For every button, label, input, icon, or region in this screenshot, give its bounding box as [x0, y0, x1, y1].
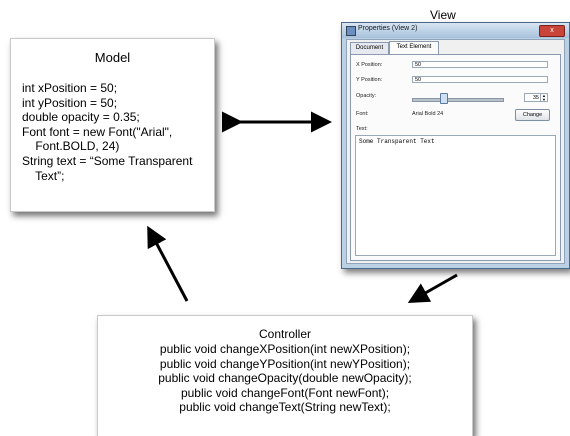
close-button[interactable]: x	[539, 25, 565, 37]
y-position-label: Y Position:	[356, 77, 383, 83]
window-client: Document Text Element X Position: 50 Y P…	[346, 39, 565, 264]
spinner-arrows-icon[interactable]: ▲▼	[540, 94, 547, 101]
y-position-field[interactable]: 50	[412, 76, 548, 83]
window-title-bar[interactable]: Properties (View 2) x	[342, 23, 569, 38]
properties-window: Properties (View 2) x Document Text Elem…	[341, 22, 570, 269]
view-label: View	[430, 8, 456, 22]
window-title: Properties (View 2)	[358, 25, 418, 32]
opacity-slider[interactable]	[412, 98, 504, 102]
x-position-field[interactable]: 50	[412, 61, 548, 68]
controller-title: Controller	[258, 327, 312, 341]
text-element-panel: X Position: 50 Y Position: 50 Opacity: 3…	[350, 54, 561, 261]
view-to-controller-arrow	[407, 273, 458, 303]
font-label: Font:	[356, 111, 369, 117]
model-box: Model int xPosition = 50; int yPosition …	[10, 38, 215, 212]
opacity-label: Opacity:	[356, 93, 377, 99]
tab-document[interactable]: Document	[350, 42, 389, 54]
method-line: public void changeText(String newText);	[179, 400, 391, 415]
controller-to-model-arrow	[147, 225, 189, 302]
opacity-spinner[interactable]: 35 ▲▼	[524, 93, 548, 102]
controller-methods: public void changeXPosition(int newXPosi…	[98, 342, 472, 415]
x-position-label: X Position:	[356, 62, 383, 68]
text-area[interactable]: Some Transparent Text	[355, 135, 556, 256]
app-icon	[346, 26, 356, 36]
text-label: Text:	[356, 126, 368, 132]
font-value: Arial Bold 24	[412, 111, 444, 117]
method-line: public void changeOpacity(double newOpac…	[158, 371, 412, 386]
method-line: public void changeFont(Font newFont);	[180, 385, 390, 400]
change-font-button[interactable]: Change	[515, 109, 550, 121]
model-code: int xPosition = 50; int yPosition = 50; …	[22, 81, 193, 183]
tab-text-element[interactable]: Text Element	[389, 41, 439, 55]
opacity-slider-thumb[interactable]	[440, 93, 449, 104]
model-title: Model	[94, 50, 131, 65]
controller-box: Controller public void changeXPosition(i…	[97, 315, 473, 436]
method-line: public void changeYPosition(int newYPosi…	[159, 356, 411, 371]
opacity-value: 35	[532, 95, 539, 101]
method-line: public void changeXPosition(int newXPosi…	[159, 342, 411, 356]
